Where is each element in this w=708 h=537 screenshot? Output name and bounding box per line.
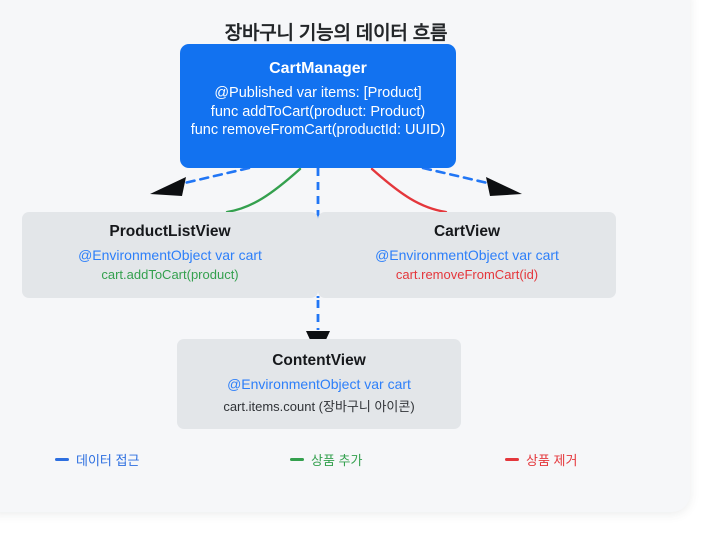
node-cartview-env: @EnvironmentObject var cart bbox=[375, 247, 559, 263]
legend-item-remove-product: 상품 제거 bbox=[505, 450, 577, 469]
node-contentview-env: @EnvironmentObject var cart bbox=[227, 376, 411, 392]
arrow-head-right bbox=[486, 177, 522, 196]
legend-dash-icon bbox=[55, 458, 69, 461]
legend-dash-icon bbox=[290, 458, 304, 461]
node-cartview-title: CartView bbox=[433, 223, 501, 240]
node-productlistview[interactable]: ProductListView @EnvironmentObject var c… bbox=[22, 212, 318, 298]
node-cartview-call: cart.removeFromCart(id) bbox=[395, 267, 539, 282]
node-contentview-title: ContentView bbox=[272, 352, 366, 369]
dashed-line-right bbox=[421, 166, 498, 187]
node-cartmanager[interactable]: CartManager @Published var items: [Produ… bbox=[180, 44, 456, 168]
page-title: 장바구니 기능의 데이터 흐름 bbox=[224, 23, 448, 44]
legend: 데이터 접근 상품 추가 상품 제거 bbox=[0, 450, 672, 472]
green-add-curve bbox=[225, 167, 302, 214]
legend-item-data-access: 데이터 접근 bbox=[55, 450, 139, 469]
diagram-card: 장바구니 기능의 데이터 흐름 CartManager @Published v… bbox=[0, 23, 672, 472]
node-cartmanager-line-2: func addToCart(product: Product) bbox=[210, 103, 426, 120]
connector-layer bbox=[150, 166, 522, 357]
legend-dash-icon bbox=[505, 458, 519, 461]
arrow-head-left bbox=[150, 177, 186, 196]
node-productlistview-call: cart.addToCart(product) bbox=[101, 267, 239, 282]
dashed-line-left bbox=[174, 166, 251, 187]
node-cartview[interactable]: CartView @EnvironmentObject var cart car… bbox=[318, 212, 616, 298]
node-cartmanager-title: CartManager bbox=[269, 60, 367, 77]
red-remove-curve bbox=[370, 167, 448, 214]
node-cartmanager-line-1: @Published var items: [Product] bbox=[214, 85, 422, 101]
legend-label-add-product: 상품 추가 bbox=[311, 453, 363, 468]
node-productlistview-env: @EnvironmentObject var cart bbox=[78, 247, 262, 263]
legend-item-add-product: 상품 추가 bbox=[290, 450, 362, 469]
legend-label-remove-product: 상품 제거 bbox=[526, 453, 578, 468]
node-productlistview-title: ProductListView bbox=[109, 223, 231, 240]
legend-label-data-access: 데이터 접근 bbox=[76, 453, 140, 468]
node-contentview-call: cart.items.count (장바구니 아이콘) bbox=[223, 399, 415, 414]
node-cartmanager-line-3: func removeFromCart(productId: UUID) bbox=[190, 122, 446, 139]
node-contentview[interactable]: ContentView @EnvironmentObject var cart … bbox=[177, 339, 461, 429]
